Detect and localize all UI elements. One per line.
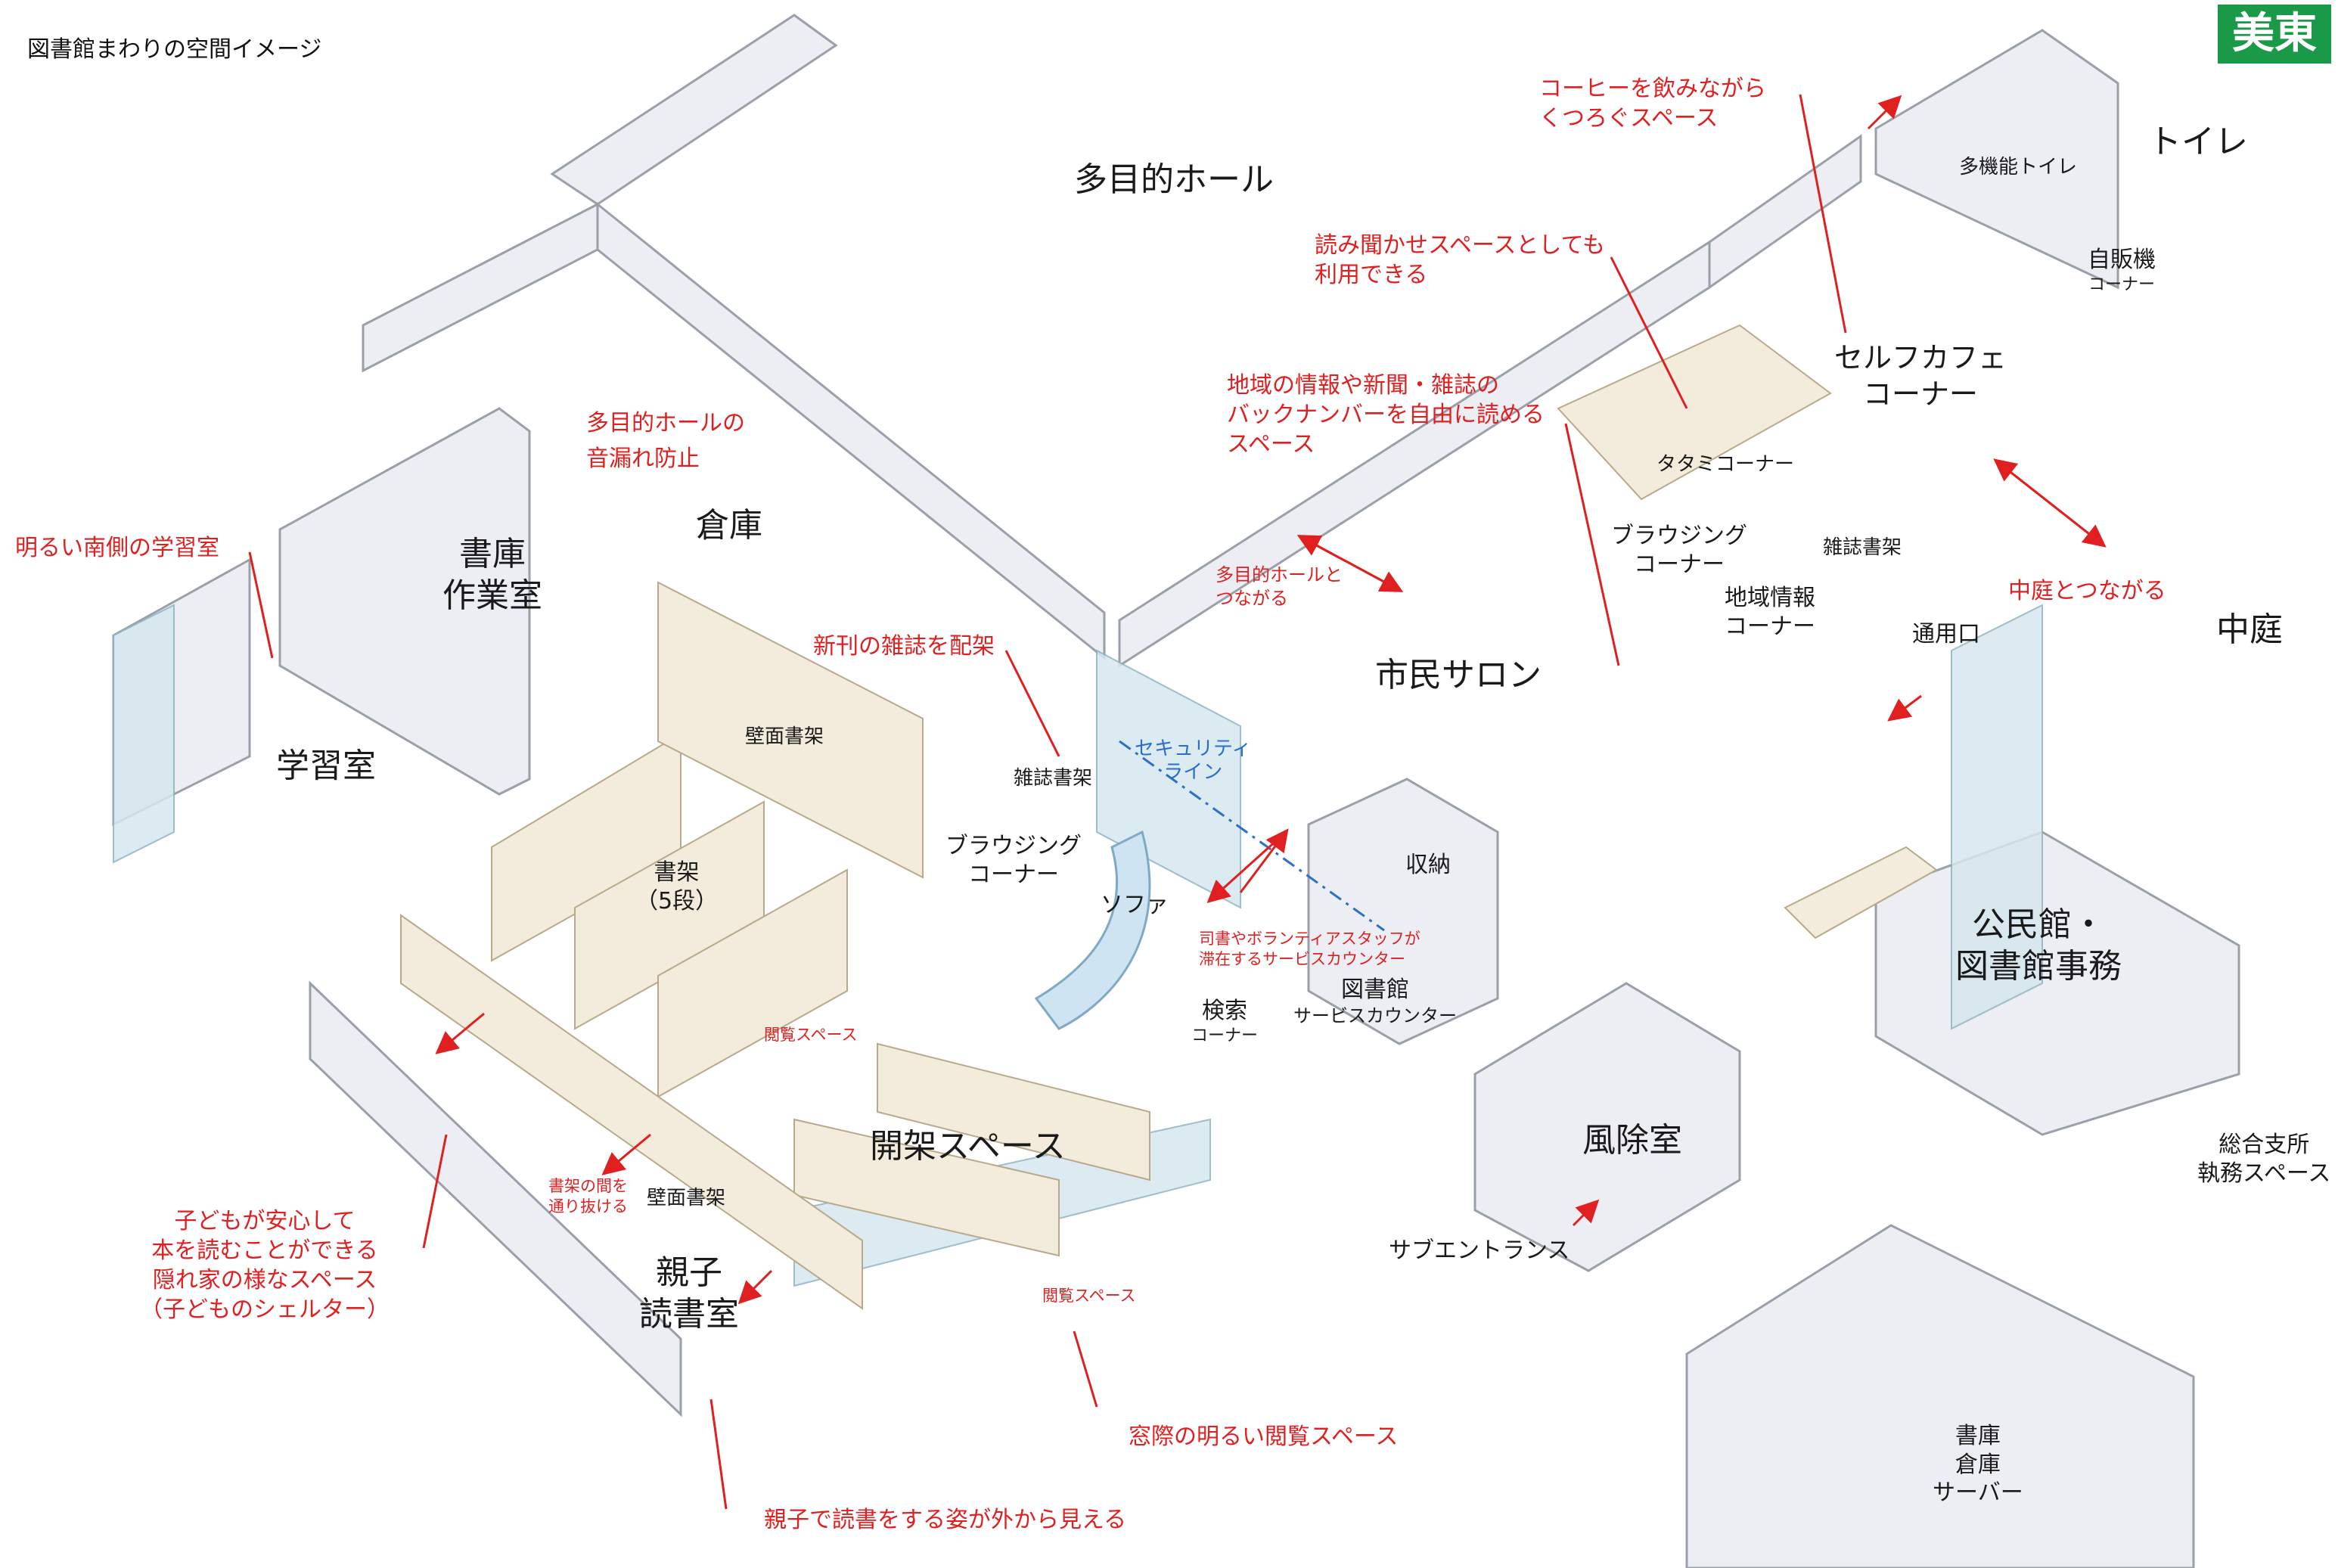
room-magazine-east: 雑誌書架 (1823, 536, 1902, 559)
wall-closet (1307, 778, 1499, 1045)
security-line (1119, 740, 1385, 932)
glass-study-south (113, 604, 175, 864)
room-open-stacks: 開架スペース (870, 1127, 1066, 1166)
wall-hall-north (550, 14, 838, 206)
label-sub-entrance: サブエントランス (1389, 1237, 1570, 1264)
room-branch-office: 総合支所執務スペース (2197, 1132, 2331, 1187)
annotation-local-news: 地域の情報や新聞・雑誌のバックナンバーを自由に読めるスペース (1227, 372, 1545, 458)
annotation-courtyard-link: 中庭とつながる (2008, 578, 2166, 604)
room-browsing-east: ブラウジングコーナー (1611, 523, 1747, 578)
annotation-hall-link: 多目的ホールとつながる (1216, 564, 1343, 610)
annotation-south-study: 明るい南側の学習室 (15, 535, 219, 561)
direction-arrows (435, 95, 2107, 1305)
wall-shelf-back (657, 581, 924, 879)
room-local-info: 地域情報コーナー (1725, 585, 1815, 640)
bookshelf-row-5 (793, 1118, 1060, 1257)
kids-shelter-shelf (400, 914, 863, 1310)
room-service-exit: 通用口 (1912, 621, 1980, 647)
wall-family-south (309, 980, 682, 1417)
label-service-counter: 図書館サービスカウンター (1293, 977, 1457, 1026)
label-wall-shelf-2: 壁面書架 (647, 1187, 726, 1209)
wall-stackroom (278, 407, 531, 796)
label-magazine-rack: 雑誌書架 (1014, 767, 1093, 790)
room-study: 学習室 (276, 747, 376, 785)
annotation-new-magazines: 新刊の雑誌を配架 (813, 633, 995, 660)
room-toilet: トイレ (2148, 123, 2248, 161)
label-wall-shelf: 壁面書架 (745, 725, 824, 748)
tatami-mat (1557, 324, 1832, 501)
room-stack-bottom: 書庫倉庫サーバー (1933, 1423, 2023, 1506)
furniture (400, 324, 1938, 1310)
annotation-staff-counter: 司書やボランティアスタッフが滞在するサービスカウンター (1199, 930, 1420, 969)
room-multi-toilet: 多機能トイレ (1959, 156, 2078, 179)
area-badge: 美東 (2218, 5, 2331, 64)
room-windbreak: 風除室 (1582, 1121, 1682, 1160)
wall-storage-left (362, 202, 599, 373)
sofa-shape (1034, 830, 1151, 1030)
label-search: 検索コーナー (1191, 998, 1259, 1045)
wall-upper-right (1708, 134, 1862, 290)
room-closet: 収納 (1405, 852, 1451, 878)
annotation-family-visible: 親子で読書をする姿が外から見える (764, 1507, 1127, 1533)
label-bookshelf: 書架（5段） (635, 859, 719, 914)
room-storage: 倉庫 (696, 506, 762, 545)
bookshelf-row-4 (877, 1042, 1150, 1181)
annotation-kids-shelter: 子どもが安心して本を読むことができる隠れ家の様なスペース（子どものシェルター） (140, 1208, 390, 1323)
room-family-reading: 親子読書室 (639, 1253, 739, 1334)
room-community-office: 公民館・図書館事務 (1955, 905, 2122, 986)
room-stack-work: 書庫作業室 (442, 535, 542, 615)
room-courtyard: 中庭 (2216, 610, 2283, 649)
room-vending: 自販機コーナー (2088, 247, 2156, 294)
label-sofa: ソファ (1101, 892, 1169, 918)
annotation-reading-small: 閲覧スペース (764, 1026, 858, 1044)
annotation-noise: 多目的ホールの音漏れ防止 (586, 410, 745, 472)
bookshelf-row-3 (657, 868, 848, 1098)
room-salon: 市民サロン (1375, 656, 1542, 694)
annotation-shelf-gap: 書架の間を通り抜ける (548, 1177, 628, 1216)
wall-toilet (1874, 29, 2119, 290)
office-counter (1784, 846, 1938, 939)
wall-stack-bottom (1685, 1224, 2195, 1568)
annotation-coffee: コーヒーを飲みながらくつろぐスペース (1539, 76, 1766, 132)
page-title: 図書館まわりの空間イメージ (27, 36, 322, 63)
glass-courtyard (1951, 604, 2043, 1030)
label-browsing: ブラウジングコーナー (945, 833, 1082, 888)
annotation-window-reading: 窓際の明るい閲覧スペース (1129, 1424, 1399, 1450)
wall-windbreak (1473, 982, 1741, 1272)
room-tatami: タタミコーナー (1656, 453, 1795, 476)
security-line-label: セキュリティライン (1135, 737, 1252, 784)
room-hall: 多目的ホール (1074, 160, 1274, 199)
annotation-reading-bottom: 閲覧スペース (1042, 1287, 1136, 1305)
annotation-storytime: 読み聞かせスペースとしても利用できる (1315, 232, 1605, 288)
leader-lines (248, 94, 1847, 1510)
room-self-cafe: セルフカフェコーナー (1834, 341, 2007, 411)
